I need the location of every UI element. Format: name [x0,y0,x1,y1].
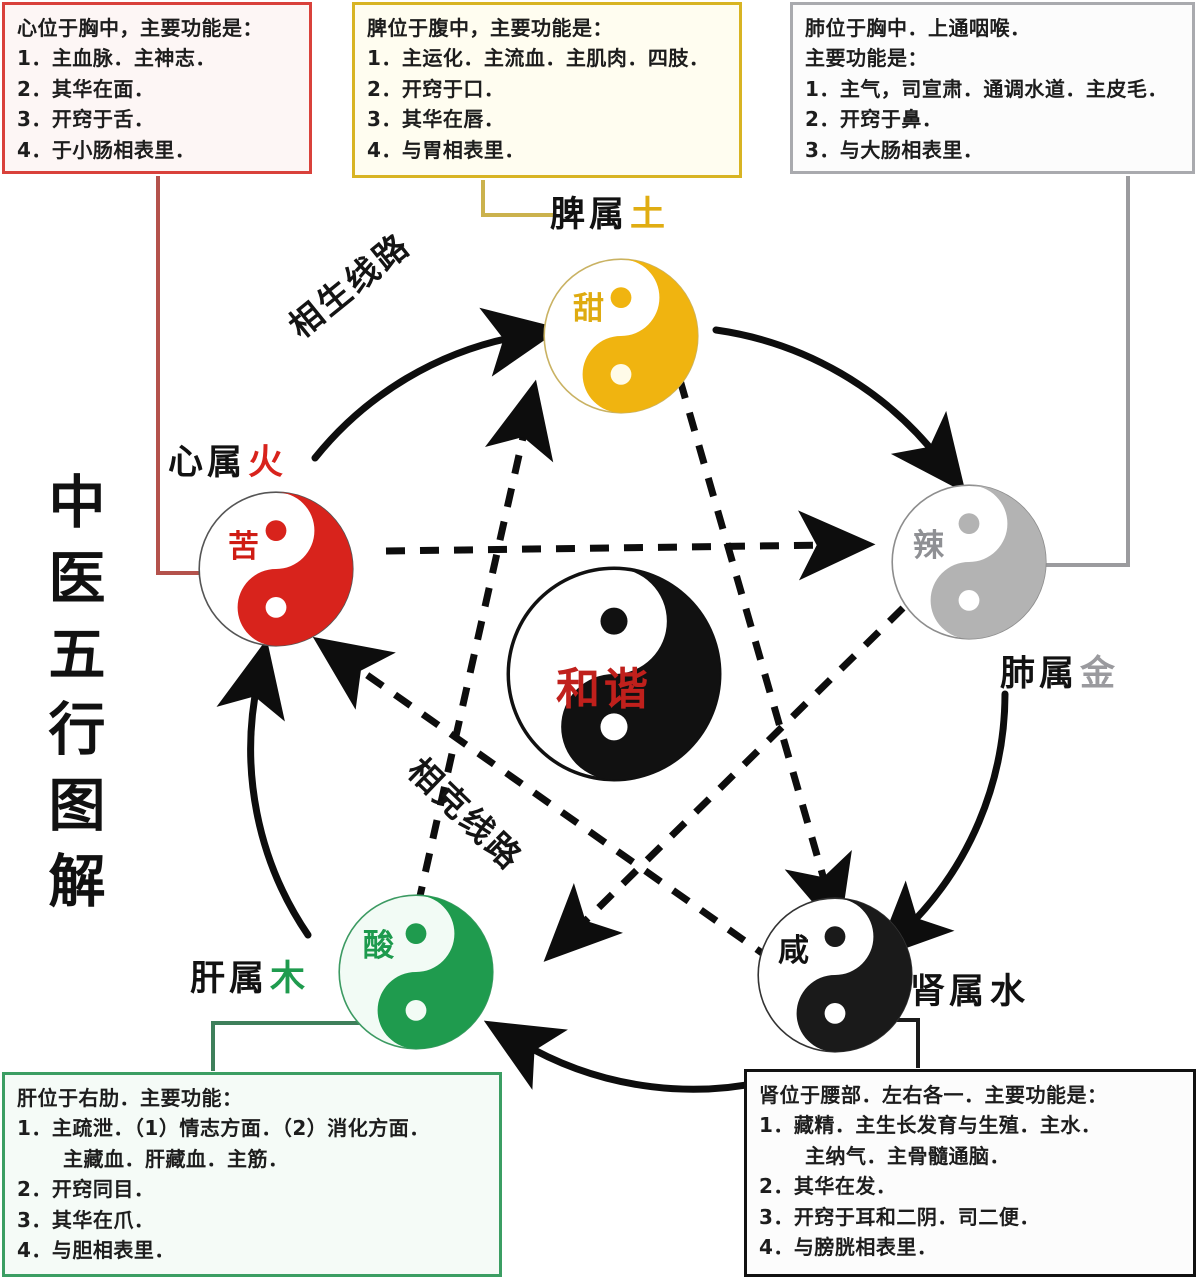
caption-kidney-water: 肾属水 [910,963,1029,1014]
page-title: 中 医 五 行 图 解 [38,466,116,921]
arrow-sheng-wood-to-fire [216,638,312,939]
title-char: 图 [48,773,106,840]
info-line: 1．主气，司宣肃．通调水道．主皮毛． [805,76,1168,101]
info-line: 肾位于腰部．左右各一．主要功能是： [759,1083,1108,1107]
arrow-sheng-metal-to-water [874,690,1009,960]
info-box-lung: 肺位于胸中．上通咽喉． 主要功能是： 1．主气，司宣肃．通调水道．主皮毛． 2．… [790,2,1195,174]
arrow-ke-fire-to-metal [385,510,876,581]
info-line: 2．开窍于鼻． [805,107,943,132]
caption-element: 土 [630,195,670,235]
info-line: 2．开窍于口． [367,76,505,101]
info-line: 1．藏精．主生长发育与生殖．主水． [759,1113,1102,1138]
caption-liver-wood: 肝属木 [190,950,309,1001]
info-line: 心位于胸中，主要功能是： [17,16,263,40]
taiji-fire[interactable] [196,489,356,649]
info-line: 3．其华在唇． [367,107,505,132]
info-line: 主要功能是： [805,46,928,71]
caption-element: 木 [270,959,310,999]
info-line: 主藏血．肝藏血．主筋． [63,1146,289,1171]
info-line: 脾位于腹中，主要功能是： [367,16,613,40]
taste-label-earth: 甜 [573,291,605,327]
caption-heart-fire: 心属火 [168,434,287,485]
taiji-metal[interactable] [889,482,1049,642]
taiji-wood[interactable] [336,892,496,1052]
info-line: 3．其华在爪． [17,1207,155,1232]
info-line: 1．主疏泄．（1）情志方面．（2）消化方面． [17,1116,430,1141]
title-char: 中 [48,470,106,536]
info-line: 肝位于右肋．主要功能： [17,1086,243,1110]
title-char: 五 [48,621,106,688]
title-char: 医 [48,545,106,612]
taiji-water[interactable] [755,895,915,1055]
caption-element: 火 [248,443,288,483]
info-line: 2．其华在面． [17,76,155,101]
caption-element: 金 [1080,654,1120,694]
taste-label-wood: 酸 [363,928,395,964]
caption-organ: 肾属 [910,972,989,1012]
caption-organ: 肺属 [1000,654,1079,694]
info-line: 4．于小肠相表里． [17,137,196,162]
arrow-sheng-earth-to-metal [712,326,966,494]
info-line: 1．主血脉．主神志． [17,46,216,71]
caption-lung-metal: 肺属金 [1000,645,1119,696]
info-line: 2．其华在发． [759,1174,897,1199]
generating-cycle-label: 相生线路 [281,224,418,346]
info-box-kidney: 肾位于腰部．左右各一．主要功能是： 1．藏精．主生长发育与生殖．主水． 主纳气．… [744,1069,1196,1277]
taste-label-fire: 苦 [228,529,260,565]
info-line: 3．开窍于耳和二阴．司二便． [759,1204,1040,1229]
info-line: 肺位于胸中．上通咽喉． [805,16,1031,40]
title-char: 行 [48,697,106,764]
info-line: 2．开窍同目． [17,1177,155,1202]
caption-organ: 脾属 [550,195,629,235]
taiji-earth[interactable] [541,256,701,416]
taste-label-water: 咸 [778,933,810,969]
connector-lung [1042,176,1130,567]
title-char: 解 [48,848,106,915]
caption-element: 水 [990,972,1030,1012]
info-line: 主纳气．主骨髓通脑． [805,1143,1010,1168]
info-line: 4．与胆相表里． [17,1237,175,1262]
caption-organ: 肝属 [190,959,269,999]
info-line: 3．与大肠相表里． [805,137,984,162]
info-line: 3．开窍于舌． [17,107,155,132]
arrow-sheng-fire-to-earth [311,307,562,462]
info-line: 4．与膀胱相表里． [759,1234,938,1259]
center-harmony-label: 和谐 [556,664,652,715]
caption-organ: 心属 [168,443,247,483]
caption-spleen-earth: 脾属土 [550,186,669,237]
info-box-liver: 肝位于右肋．主要功能： 1．主疏泄．（1）情志方面．（2）消化方面． 主藏血．肝… [2,1072,502,1277]
info-line: 1．主运化．主流血．主肌肉．四肢． [367,46,710,71]
info-box-heart: 心位于胸中，主要功能是： 1．主血脉．主神志． 2．其华在面． 3．开窍于舌． … [2,2,312,174]
connector-spleen [481,180,556,217]
info-line: 4．与胃相表里． [367,137,525,162]
info-box-spleen: 脾位于腹中，主要功能是： 1．主运化．主流血．主肌肉．四肢． 2．开窍于口． 3… [352,2,742,178]
taste-label-metal: 辣 [913,528,945,564]
